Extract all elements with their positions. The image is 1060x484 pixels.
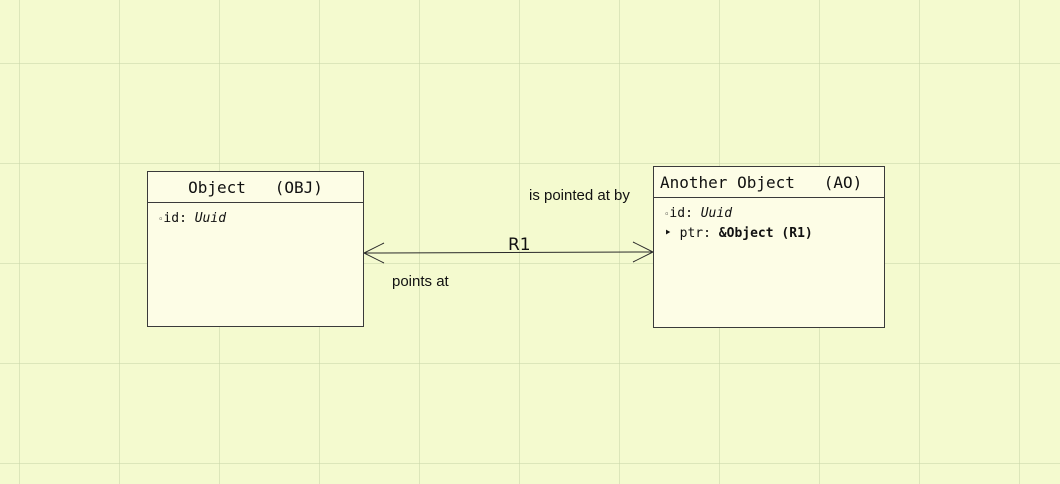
identifier-icon: ◦ [158, 215, 164, 225]
identifier-icon: ◦ [664, 210, 670, 220]
attribute-name: id: [163, 211, 187, 226]
attribute-list: ◦id: Uuid [148, 203, 363, 229]
attribute-list: ◦id: Uuid ‣ ptr: &Object (R1) [654, 198, 884, 244]
object-name: Object [188, 177, 246, 197]
object-key: (OBJ) [274, 177, 323, 197]
relationship-connector[interactable] [363, 251, 654, 254]
attribute-id: ◦id: Uuid [158, 209, 363, 229]
attribute-type: Uuid [700, 206, 733, 221]
object-header: Object (OBJ) [148, 172, 363, 203]
arrowhead-object [362, 242, 385, 264]
attribute-name: id: [669, 206, 693, 221]
object-header: Another Object (AO) [654, 167, 884, 198]
object-box-obj[interactable]: Object (OBJ) ◦id: Uuid [147, 171, 364, 327]
object-key: (AO) [823, 172, 863, 192]
attribute-ptr: ‣ ptr: &Object (R1) [664, 224, 884, 244]
phrase-is-pointed-at-by: is pointed at by [529, 187, 630, 204]
phrase-points-at: points at [392, 273, 449, 290]
attribute-type: &Object (R1) [718, 226, 813, 241]
attribute-type: Uuid [194, 211, 227, 226]
attribute-name: ptr: [679, 226, 711, 241]
object-box-ao[interactable]: Another Object (AO) ◦id: Uuid ‣ ptr: &Ob… [653, 166, 885, 328]
attribute-id: ◦id: Uuid [664, 204, 884, 224]
object-name: Another Object [660, 172, 795, 192]
referential-icon: ‣ [664, 226, 672, 241]
relationship-label[interactable]: R1 [508, 235, 531, 255]
